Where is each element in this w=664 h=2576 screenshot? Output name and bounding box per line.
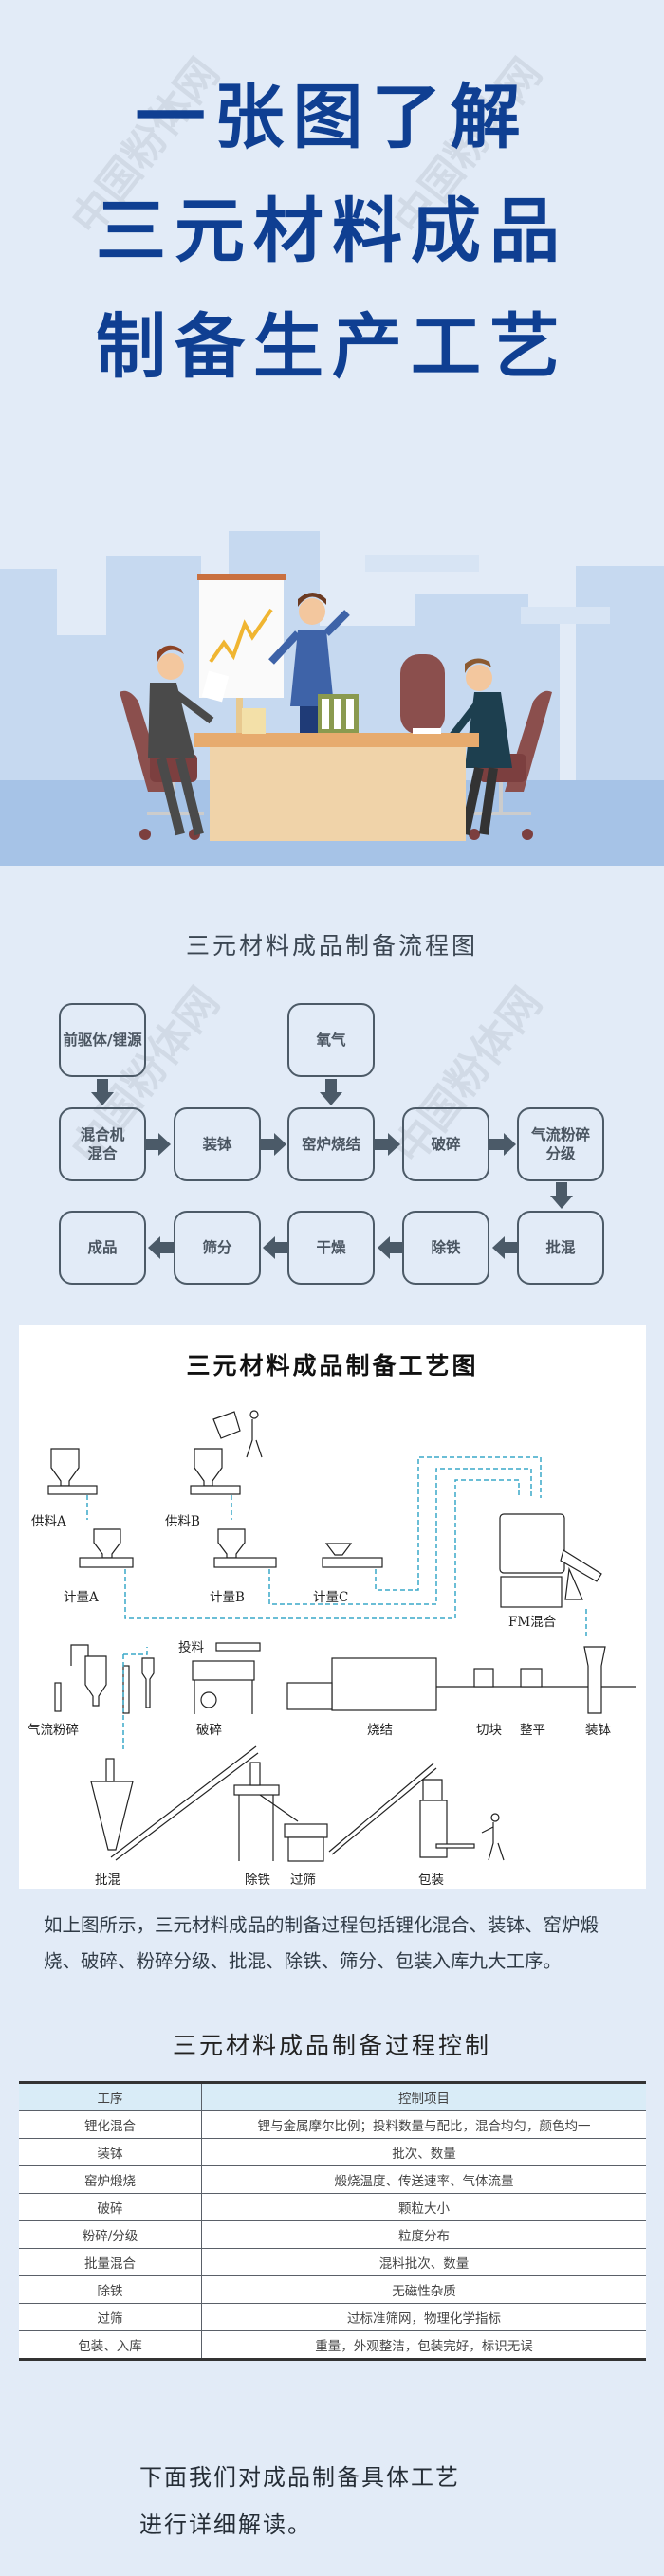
label-packing: 包装 bbox=[418, 1873, 444, 1888]
control-title: 三元材料成品制备过程控制 bbox=[172, 2032, 491, 2059]
meeting-illustration bbox=[0, 531, 664, 866]
table-header-row: 工序 控制项目 bbox=[19, 2081, 646, 2111]
process-diagram-title: 三元材料成品制备工艺图 bbox=[186, 1352, 479, 1379]
table-row: 装钵批次、数量 bbox=[19, 2138, 646, 2166]
label-jet-mill: 气流粉碎 bbox=[28, 1723, 79, 1738]
closing-line-2: 进行详细解读。 bbox=[139, 2512, 312, 2538]
cell-control: 锂与金属摩尔比例；投料数量与配比，混合均匀，颜色均一 bbox=[201, 2110, 646, 2139]
process-equipment-drawing bbox=[47, 1410, 636, 1862]
cell-control: 无磁性杂质 bbox=[201, 2275, 646, 2304]
arrow-down-icon bbox=[91, 1079, 114, 1105]
arrow-right-icon bbox=[375, 1133, 400, 1156]
page-title-line-3: 制备生产工艺 bbox=[96, 306, 568, 388]
header-process: 工序 bbox=[19, 2081, 202, 2111]
flow-step: 窑炉烧结 bbox=[287, 1107, 375, 1181]
flow-step: 装钵 bbox=[174, 1107, 261, 1181]
table-row: 破碎颗粒大小 bbox=[19, 2193, 646, 2221]
cell-process: 过筛 bbox=[19, 2303, 202, 2331]
label-sintering: 烧结 bbox=[367, 1723, 393, 1738]
arrow-right-icon bbox=[489, 1133, 516, 1156]
table-row: 过筛过标准筛网，物理化学指标 bbox=[19, 2303, 646, 2331]
table-row: 窑炉煅烧煅烧温度、传送速率、气体流量 bbox=[19, 2165, 646, 2194]
label-charging: 投料 bbox=[178, 1640, 204, 1655]
cell-control: 批次、数量 bbox=[201, 2138, 646, 2166]
label-batch-mix: 批混 bbox=[95, 1873, 120, 1888]
arrow-down-icon bbox=[550, 1182, 573, 1209]
process-control-table: 工序 控制项目 锂化混合锂与金属摩尔比例；投料数量与配比，混合均匀，颜色均一 装… bbox=[19, 2081, 646, 2361]
process-diagram-panel: 三元材料成品制备工艺图 bbox=[19, 1325, 646, 1889]
arrow-right-icon bbox=[146, 1133, 171, 1156]
label-saggar-loading: 装钵 bbox=[585, 1723, 611, 1738]
flow-step: 干燥 bbox=[287, 1211, 375, 1285]
process-description: 如上图所示，三元材料成品的制备过程包括锂化混合、装钵、窑炉煅烧、破碎、粉碎分级、… bbox=[44, 1914, 599, 1972]
cell-process: 粉碎/分级 bbox=[19, 2220, 202, 2249]
label-feed-a: 供料A bbox=[31, 1514, 66, 1529]
cell-control: 粒度分布 bbox=[201, 2220, 646, 2249]
label-cutting: 切块 bbox=[476, 1723, 502, 1738]
table-row: 批量混合混料批次、数量 bbox=[19, 2248, 646, 2276]
table-row: 锂化混合锂与金属摩尔比例；投料数量与配比，混合均匀，颜色均一 bbox=[19, 2110, 646, 2139]
flow-step: 混合机 混合 bbox=[59, 1107, 146, 1181]
page-title-line-2: 三元材料成品 bbox=[96, 191, 568, 272]
cell-control: 煅烧温度、传送速率、气体流量 bbox=[201, 2165, 646, 2194]
arrow-down-icon bbox=[320, 1079, 342, 1105]
flow-step: 批混 bbox=[517, 1211, 604, 1285]
label-meter-b: 计量B bbox=[210, 1590, 245, 1605]
arrow-left-icon bbox=[378, 1236, 402, 1259]
flow-step: 气流粉碎 分级 bbox=[517, 1107, 604, 1181]
flow-step: 除铁 bbox=[402, 1211, 489, 1285]
label-crushing: 破碎 bbox=[196, 1723, 222, 1738]
table-row: 粉碎/分级粒度分布 bbox=[19, 2220, 646, 2249]
label-meter-a: 计量A bbox=[64, 1590, 99, 1605]
cell-control: 过标准筛网，物理化学指标 bbox=[201, 2303, 646, 2331]
label-leveling: 整平 bbox=[520, 1723, 545, 1738]
flowchart-arrows bbox=[91, 1079, 573, 1259]
arrow-right-icon bbox=[261, 1133, 286, 1156]
cell-control: 重量，外观整洁，包装完好，标识无误 bbox=[201, 2330, 646, 2361]
cell-process: 破碎 bbox=[19, 2193, 202, 2221]
cell-control: 颗粒大小 bbox=[201, 2193, 646, 2221]
cell-process: 窑炉煅烧 bbox=[19, 2165, 202, 2194]
cell-process: 除铁 bbox=[19, 2275, 202, 2304]
flow-step: 筛分 bbox=[174, 1211, 261, 1285]
cell-control: 混料批次、数量 bbox=[201, 2248, 646, 2276]
page-title-line-1: 一张图了解 bbox=[135, 77, 529, 158]
label-meter-c: 计量C bbox=[313, 1590, 349, 1605]
flow-step-precursor: 前驱体/锂源 bbox=[59, 1003, 146, 1077]
header-control-items: 控制项目 bbox=[201, 2081, 646, 2111]
flowchart-title: 三元材料成品制备流程图 bbox=[185, 932, 478, 959]
label-fm-mix: FM混合 bbox=[508, 1615, 557, 1630]
label-feed-b: 供料B bbox=[165, 1514, 200, 1529]
closing-line-1: 下面我们对成品制备具体工艺 bbox=[139, 2464, 460, 2491]
flow-step-oxygen: 氧气 bbox=[287, 1003, 375, 1077]
table-row: 包装、入库重量，外观整洁，包装完好，标识无误 bbox=[19, 2330, 646, 2361]
cell-process: 包装、入库 bbox=[19, 2330, 202, 2361]
cell-process: 锂化混合 bbox=[19, 2110, 202, 2139]
cell-process: 装钵 bbox=[19, 2138, 202, 2166]
closing-text: 下面我们对成品制备具体工艺 进行详细解读。 bbox=[139, 2454, 460, 2549]
table-row: 除铁无磁性杂质 bbox=[19, 2275, 646, 2304]
label-sieving: 过筛 bbox=[290, 1873, 316, 1888]
arrow-left-icon bbox=[263, 1236, 288, 1259]
arrow-left-icon bbox=[492, 1236, 519, 1259]
flow-step: 破碎 bbox=[402, 1107, 489, 1181]
arrow-left-icon bbox=[148, 1236, 174, 1259]
flow-step: 成品 bbox=[59, 1211, 146, 1285]
label-iron-removal: 除铁 bbox=[245, 1873, 270, 1888]
cell-process: 批量混合 bbox=[19, 2248, 202, 2276]
